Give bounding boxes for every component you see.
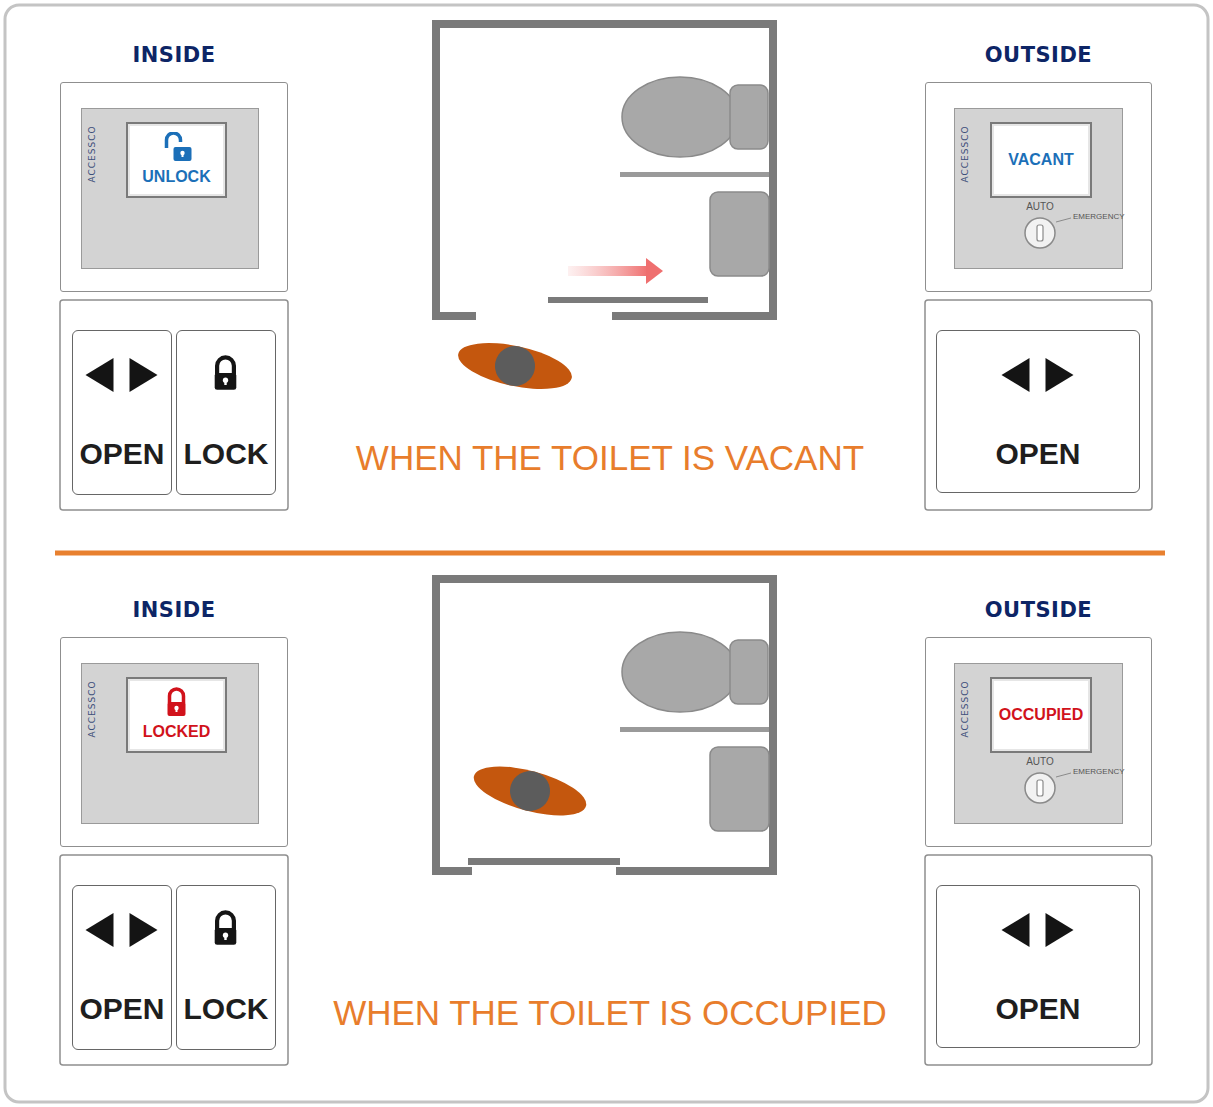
mode-label: EMERGENCY <box>1073 767 1125 776</box>
brand-name: ACCESSCO <box>87 112 97 196</box>
push-button: OPEN <box>936 330 1140 493</box>
open-arrows <box>937 910 1138 950</box>
side-heading: INSIDE <box>61 43 287 67</box>
slide-arrow <box>568 258 663 284</box>
button-text: OPEN <box>73 992 171 1026</box>
open-arrows <box>73 910 170 950</box>
unlock-icon <box>128 132 225 172</box>
open-arrows <box>937 355 1138 395</box>
button-text: LOCK <box>177 437 275 471</box>
status-screen: LOCKED <box>126 677 227 753</box>
side-heading: OUTSIDE <box>926 598 1151 622</box>
brand-name: ACCESSCO <box>87 667 97 751</box>
push-button: LOCK <box>176 885 276 1050</box>
side-heading: INSIDE <box>61 598 287 622</box>
status-text: LOCKED <box>128 723 225 741</box>
open-arrows <box>73 910 170 950</box>
mode-label: AUTO <box>1015 756 1065 767</box>
lock-plate: ACCESSCO UNLOCK <box>81 108 259 269</box>
mode-label: EMERGENCY <box>1073 212 1125 221</box>
state-caption: WHEN THE TOILET IS OCCUPIED <box>296 993 924 1033</box>
button-text: LOCK <box>177 992 275 1026</box>
divider <box>55 551 1165 556</box>
push-button: OPEN <box>72 885 172 1050</box>
status-text: VACANT <box>992 151 1090 169</box>
top-half <box>60 20 1152 510</box>
status-text: UNLOCK <box>128 168 225 186</box>
bottom-half <box>60 575 1152 1065</box>
button-frame <box>60 300 288 510</box>
button-text: OPEN <box>73 437 171 471</box>
button-text: OPEN <box>937 992 1139 1026</box>
button-frame <box>925 855 1152 1065</box>
display-frame: OUTSIDEACCESSCOAUTOEMERGENCYOCCUPIED <box>925 637 1152 847</box>
unlock-icon <box>128 132 225 172</box>
push-button: LOCK <box>176 330 276 495</box>
walls <box>432 20 777 320</box>
open-arrows <box>937 355 1138 395</box>
status-screen: OCCUPIED <box>990 677 1092 753</box>
open-arrows <box>73 355 170 395</box>
mode-label: AUTO <box>1015 201 1065 212</box>
display-frame: INSIDEACCESSCOUNLOCK <box>60 82 288 292</box>
lock-symbol <box>177 355 274 395</box>
side-heading: OUTSIDE <box>926 43 1151 67</box>
locked-icon <box>128 687 225 727</box>
person <box>469 757 591 826</box>
brand-name: ACCESSCO <box>960 667 970 751</box>
fixtures <box>620 77 769 276</box>
status-screen: VACANT <box>990 122 1092 198</box>
locked-icon <box>128 687 225 727</box>
person <box>454 334 576 397</box>
state-caption: WHEN THE TOILET IS VACANT <box>296 438 924 478</box>
lock-symbol <box>177 910 274 950</box>
push-button: OPEN <box>72 330 172 495</box>
fixtures <box>620 632 769 831</box>
lock-plate: ACCESSCO AUTO EMERGENCY OCCUPIED <box>954 663 1123 824</box>
lock-symbol <box>177 910 274 950</box>
outer-border <box>5 5 1208 1102</box>
open-arrows <box>937 910 1138 950</box>
open-arrows <box>73 355 170 395</box>
status-text: OCCUPIED <box>992 706 1090 724</box>
push-button: OPEN <box>936 885 1140 1048</box>
button-frame <box>925 300 1152 510</box>
walls <box>432 575 777 875</box>
button-frame <box>60 855 288 1065</box>
lock-plate: ACCESSCO AUTO EMERGENCY VACANT <box>954 108 1123 269</box>
lock-plate: ACCESSCO LOCKED <box>81 663 259 824</box>
display-frame: OUTSIDEACCESSCOAUTOEMERGENCYVACANT <box>925 82 1152 292</box>
button-text: OPEN <box>937 437 1139 471</box>
lock-symbol <box>177 355 274 395</box>
display-frame: INSIDEACCESSCOLOCKED <box>60 637 288 847</box>
status-screen: UNLOCK <box>126 122 227 198</box>
brand-name: ACCESSCO <box>960 112 970 196</box>
